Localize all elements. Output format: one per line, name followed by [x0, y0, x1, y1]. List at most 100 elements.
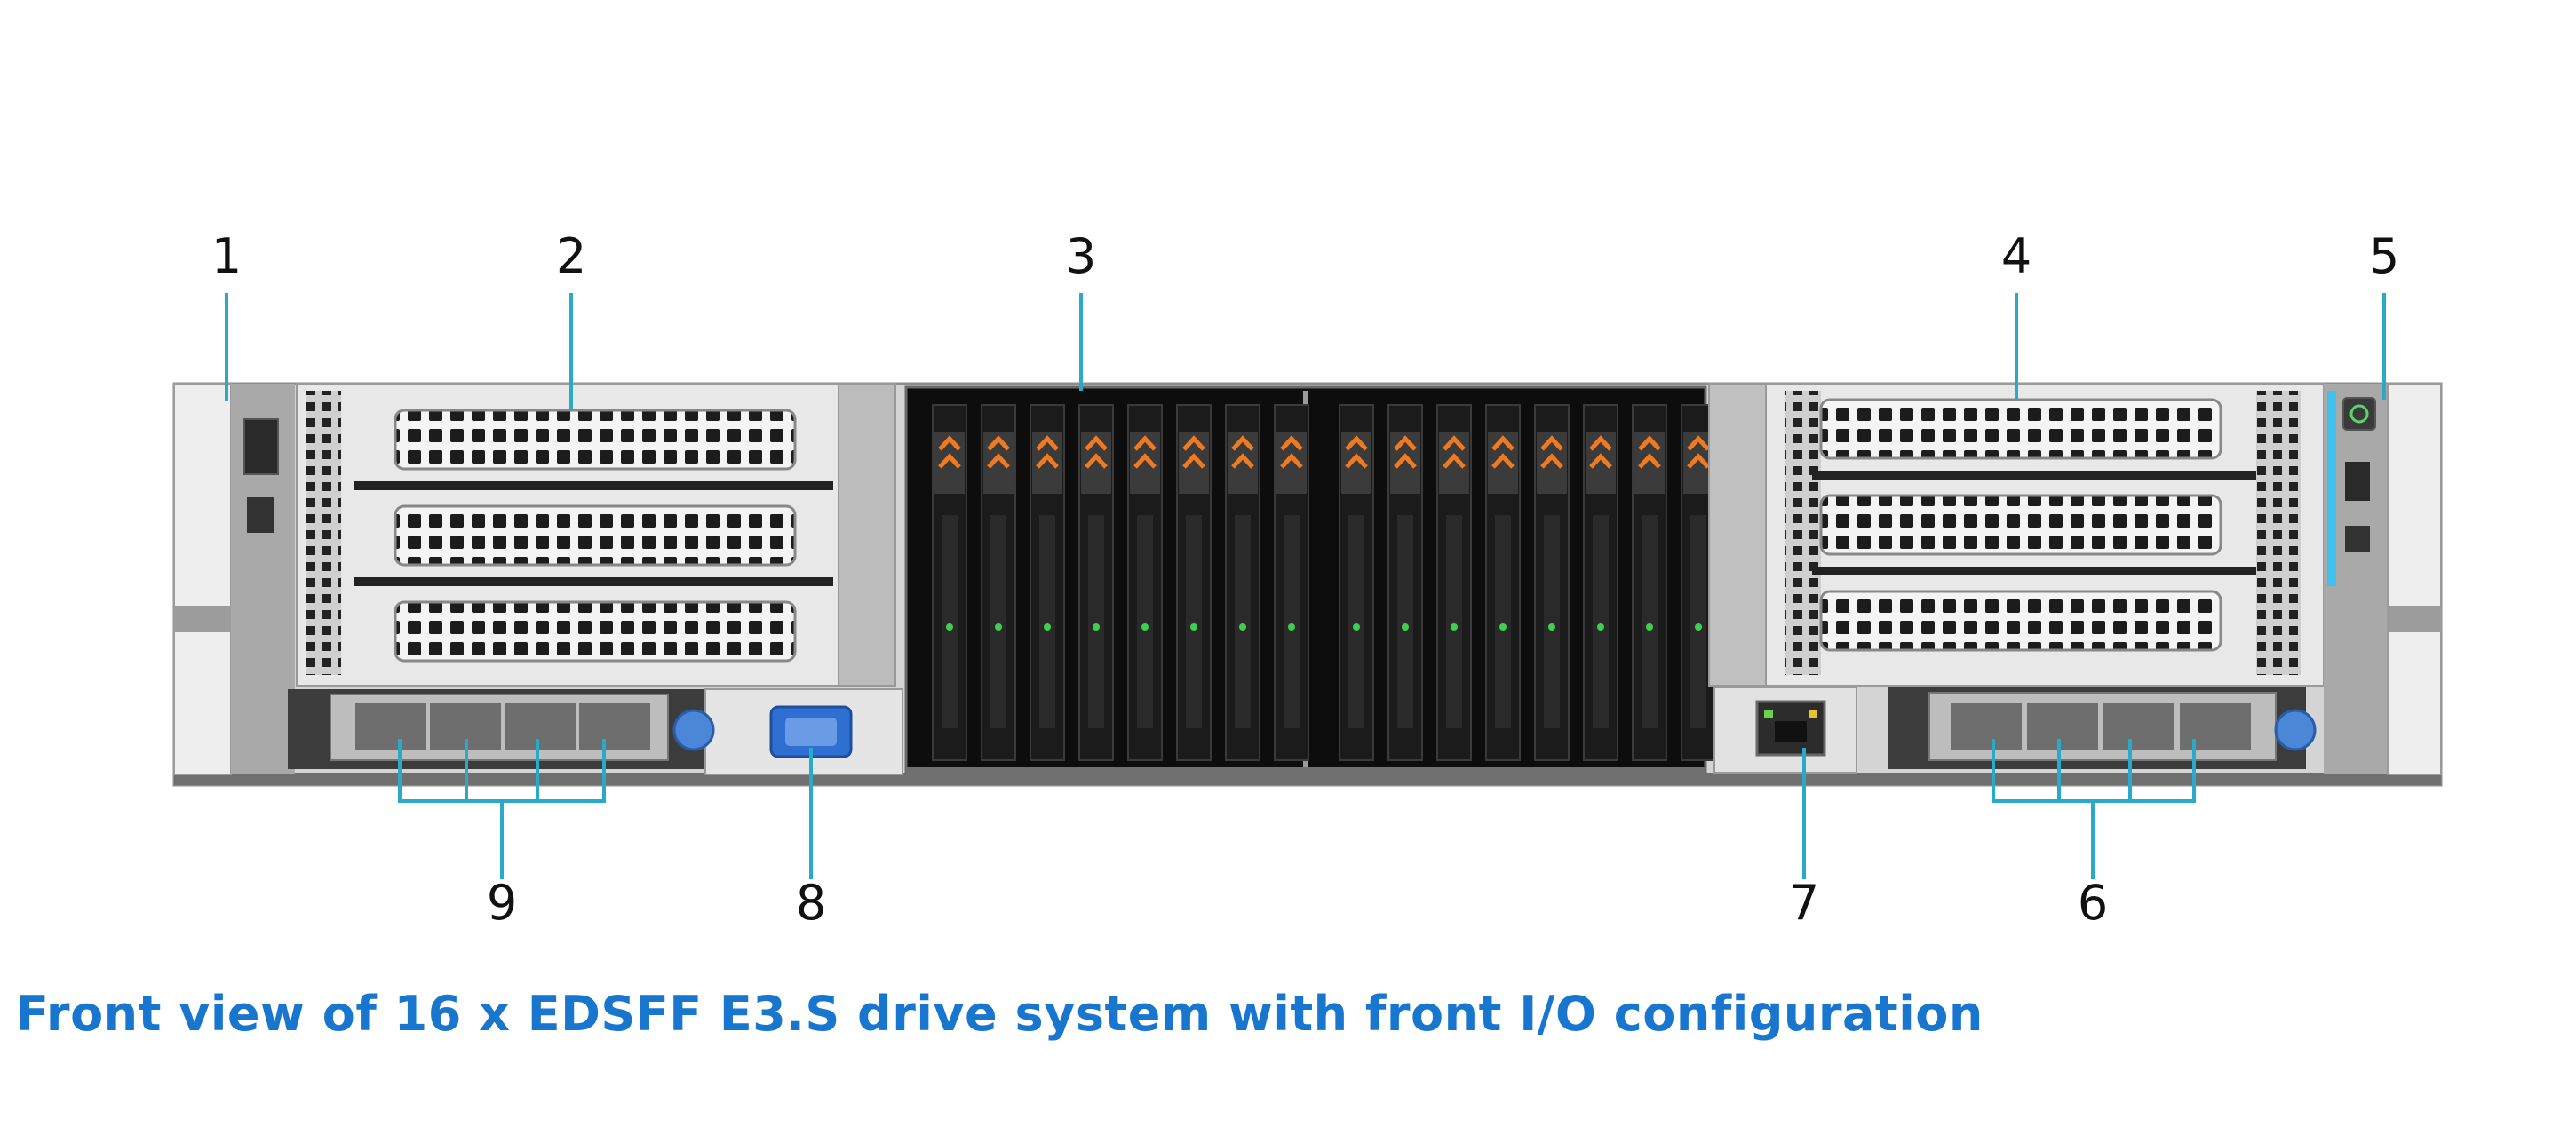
drive-carrier[interactable] [1583, 404, 1618, 761]
drive-carrier[interactable] [1436, 404, 1472, 761]
drive-release-chevron [1036, 435, 1059, 451]
drive-status-led [1451, 623, 1458, 631]
drive-release-chevron [1133, 453, 1157, 469]
drive-release-chevron [1687, 453, 1710, 469]
drive-release-chevron [938, 453, 961, 469]
callout-4: 4 [2000, 228, 2032, 284]
pcie-slot-4 [1819, 398, 2222, 460]
status-led-strip [2327, 391, 2336, 586]
callout-5: 5 [2368, 228, 2400, 284]
pcie-slot-1 [394, 409, 797, 471]
drive-release-chevron [938, 435, 961, 451]
drive-release-chevron [1443, 453, 1466, 469]
thumbscrew-right [2274, 709, 2317, 751]
drive-status-led [1597, 623, 1604, 631]
pcie-slot-3 [394, 600, 797, 663]
left-usb-port [243, 418, 279, 475]
drive-status-led [1044, 623, 1051, 631]
drive-carrier[interactable] [1225, 404, 1260, 761]
drive-release-chevron [1036, 453, 1059, 469]
drive-status-led [1499, 623, 1507, 631]
drive-release-chevron [1231, 453, 1254, 469]
left-rack-ear [173, 383, 295, 775]
drive-release-chevron [1491, 435, 1515, 451]
drive-release-chevron [1085, 453, 1108, 469]
vga-port-assembly [672, 688, 903, 775]
drive-release-chevron [1280, 435, 1303, 451]
right-control-panel [2324, 383, 2442, 775]
drive-status-led [1093, 623, 1100, 631]
drive-release-chevron [1133, 435, 1157, 451]
ocp-nic-right [1888, 687, 2317, 769]
pcie-slot-6 [1819, 590, 2222, 652]
drive-release-chevron [1638, 453, 1661, 469]
thumbscrew-left [672, 709, 715, 751]
drive-carrier[interactable] [1534, 404, 1570, 761]
drive-release-chevron [1589, 435, 1612, 451]
drive-status-led [1646, 623, 1653, 631]
idrac-direct-port [2345, 526, 2370, 552]
drive-carrier[interactable] [981, 404, 1016, 761]
drive-status-led [1141, 623, 1149, 631]
usb-port-front [2345, 462, 2370, 501]
drive-release-chevron [1540, 435, 1563, 451]
drive-release-chevron [1638, 435, 1661, 451]
drive-carrier[interactable] [1339, 404, 1374, 761]
drive-release-chevron [1345, 435, 1368, 451]
drive-status-led [946, 623, 953, 631]
drive-release-chevron [1687, 435, 1710, 451]
drive-release-chevron [1345, 453, 1368, 469]
drive-status-led [1402, 623, 1409, 631]
drive-slots [932, 404, 1716, 761]
drive-release-chevron [1394, 435, 1417, 451]
pcie-slot-5 [1819, 494, 2222, 556]
ocp-nic-left [288, 689, 705, 769]
drive-status-led [1288, 623, 1295, 631]
drive-release-chevron [1443, 435, 1466, 451]
drive-carrier[interactable] [1127, 404, 1163, 761]
drive-release-chevron [1231, 435, 1254, 451]
drive-carrier[interactable] [1030, 404, 1065, 761]
drive-status-led [1190, 623, 1197, 631]
drive-status-led [1239, 623, 1246, 631]
drive-carrier[interactable] [932, 404, 967, 761]
callout-2: 2 [555, 228, 587, 284]
drive-release-chevron [1085, 435, 1108, 451]
drive-release-chevron [1540, 453, 1563, 469]
callout-9: 9 [486, 875, 518, 931]
left-usb-port-small [247, 497, 274, 533]
drive-status-led [995, 623, 1002, 631]
drive-carrier[interactable] [1387, 404, 1423, 761]
edsff-drive-bay [904, 385, 1716, 776]
pcie-riser-left [296, 383, 896, 687]
drive-status-led [1353, 623, 1360, 631]
power-button [2342, 397, 2376, 431]
rj45-management-port [1713, 687, 1857, 774]
drive-release-chevron [1182, 435, 1205, 451]
drive-carrier[interactable] [1632, 404, 1667, 761]
callout-3: 3 [1065, 228, 1097, 284]
callout-7: 7 [1788, 875, 1820, 931]
drive-status-led [1695, 623, 1702, 631]
drive-release-chevron [1280, 453, 1303, 469]
drive-release-chevron [1182, 453, 1205, 469]
drive-release-chevron [987, 435, 1010, 451]
chassis-bottom-edge [174, 773, 2441, 785]
drive-release-chevron [1491, 453, 1515, 469]
callout-8: 8 [795, 875, 827, 931]
drive-release-chevron [987, 453, 1010, 469]
drive-carrier[interactable] [1078, 404, 1114, 761]
drive-carrier[interactable] [1176, 404, 1212, 761]
figure-caption: Front view of 16 x EDSFF E3.S drive syst… [16, 986, 1984, 1042]
drive-status-led [1548, 623, 1555, 631]
drive-release-chevron [1589, 453, 1612, 469]
drive-carrier[interactable] [1485, 404, 1521, 761]
leader-lines [225, 293, 2386, 879]
callout-1: 1 [211, 228, 242, 284]
pcie-slot-2 [394, 504, 797, 567]
drive-carrier[interactable] [1274, 404, 1309, 761]
pcie-riser-right [1708, 383, 2325, 687]
callout-6: 6 [2077, 875, 2109, 931]
